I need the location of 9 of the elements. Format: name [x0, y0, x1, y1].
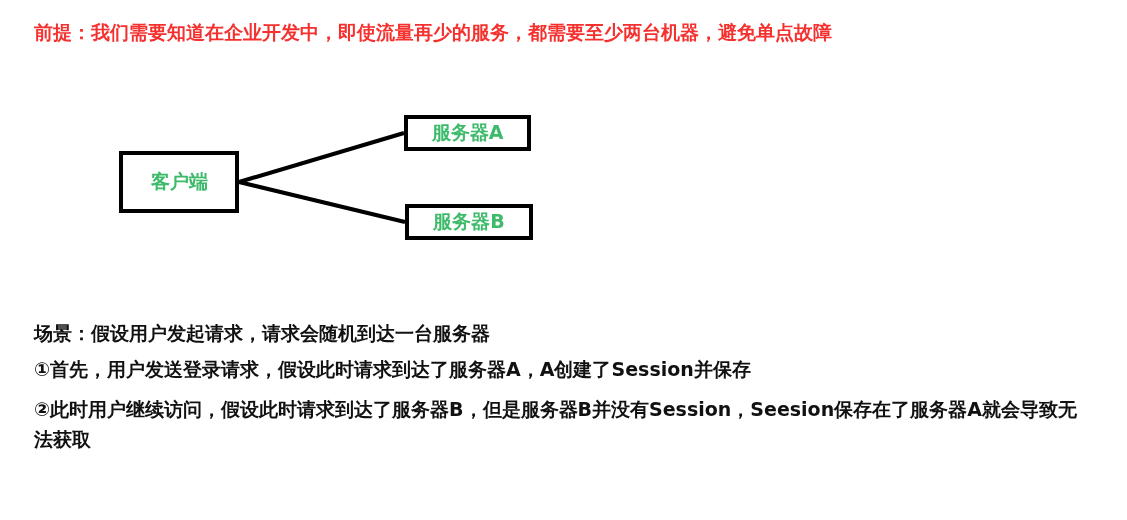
- note-text: ①首先，用户发送登录请求，假设此时请求到达了服务器A，A创建了Session并保存: [34, 357, 752, 382]
- heading: 前提：我们需要知道在企业开发中，即使流量再少的服务，都需要至少两台机器，避免单点故障: [34, 20, 832, 45]
- client-box: 客户端: [119, 151, 239, 213]
- server-box: 服务器A: [404, 115, 531, 151]
- note-text: ②此时用户继续访问，假设此时请求到达了服务器B，但是服务器B并没有Session，Seesion保存在了服务器A就会导致无法获取: [34, 397, 1078, 452]
- note-text: 场景：假设用户发起请求，请求会随机到达一台服务器: [34, 321, 491, 346]
- connector-line: [238, 180, 406, 224]
- server-box: 服务器B: [405, 204, 533, 240]
- connector-line: [238, 131, 405, 184]
